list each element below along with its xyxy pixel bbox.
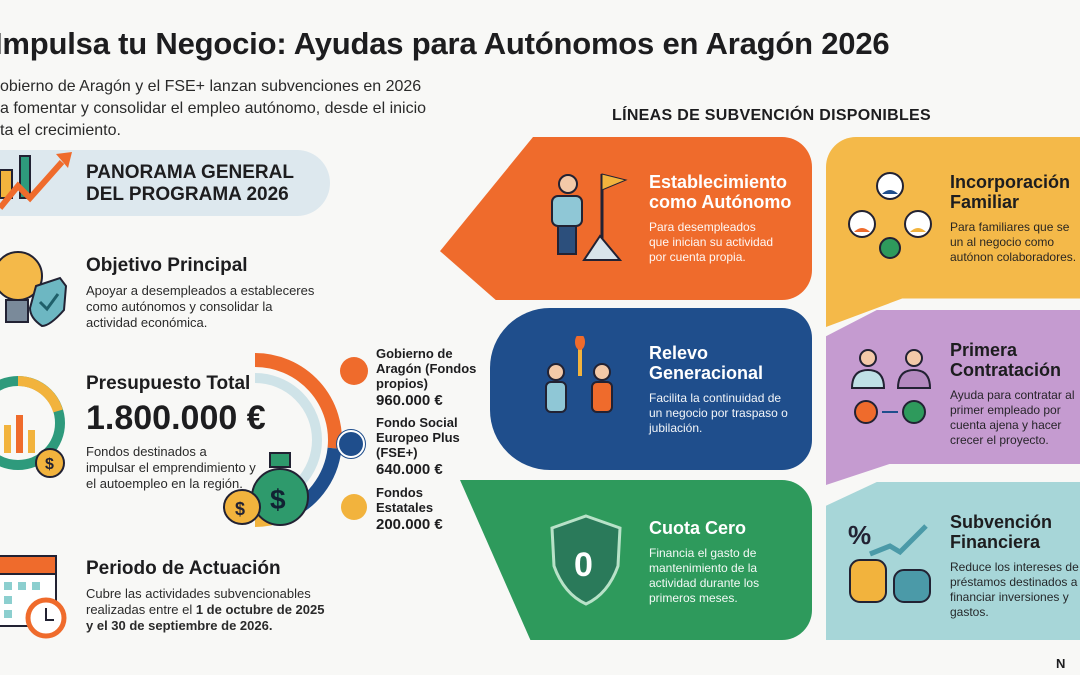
period-section: Periodo de Actuación Cubre las actividad…	[86, 558, 326, 634]
source-name: Fondos Estatales	[376, 485, 434, 515]
source-fse: Fondo Social Europeo Plus (FSE+)640.000 …	[376, 415, 461, 477]
line-text: Financia el gasto de mantenimiento de la…	[649, 546, 760, 605]
donut-segment-0	[254, 353, 342, 450]
card-relevo[interactable]	[490, 308, 812, 470]
eu-flag-icon	[336, 429, 366, 459]
source-name: Gobierno de Aragón (Fondos propios)	[376, 346, 477, 391]
budget-text: Fondos destinados a impulsar el emprendi…	[86, 444, 256, 491]
subtitle: obierno de Aragón y el FSE+ lanzan subve…	[0, 76, 426, 142]
source-amount: 640.000 €	[376, 461, 443, 478]
svg-text:%: %	[848, 520, 871, 550]
page-title: Impulsa tu Negocio: Ayudas para Autónomo…	[0, 26, 890, 61]
line-text: Para desempleados que inician su activid…	[649, 220, 774, 264]
line-title: Primera Contratación	[950, 340, 1062, 380]
period-text-plain: Cubre las actividades subvencionables re…	[86, 586, 311, 617]
subtitle-line: ta el crecimiento.	[0, 122, 121, 139]
budget-title: Presupuesto Total	[86, 373, 251, 394]
budget-chart-icon: $	[0, 376, 65, 478]
period-title: Periodo de Actuación	[86, 558, 281, 579]
line-title: Incorporación Familiar	[950, 172, 1071, 212]
period-dates: 1 de octubre de 2025 y el 30 de septiemb…	[86, 602, 325, 633]
line-title: Subvención Financiera	[950, 512, 1053, 552]
budget-amount: 1.800.000 €	[86, 399, 266, 437]
family-network-icon	[848, 172, 932, 259]
overview-line: PANORAMA GENERAL	[86, 162, 294, 183]
line-title: Establecimiento como Autónomo	[649, 172, 792, 212]
subtitle-line: a fomentar y consolidar el empleo autóno…	[0, 100, 427, 117]
svg-text:$: $	[270, 484, 286, 515]
person-flag-icon	[551, 173, 628, 261]
line-title: Cuota Cero	[649, 518, 747, 538]
line-text: Para familiares que se un al negocio com…	[950, 220, 1077, 264]
objective-title: Objetivo Principal	[86, 255, 248, 276]
lines-header: LÍNEAS DE SUBVENCIÓN DISPONIBLES	[612, 107, 931, 124]
source-amount: 960.000 €	[376, 392, 443, 409]
objective-text: Apoyar a desempleados a estableceres com…	[86, 283, 315, 330]
torch-handover-icon	[545, 336, 613, 413]
growth-chart-icon	[0, 152, 72, 210]
coins-growth-icon: %	[848, 520, 931, 603]
objective-section: Objetivo Principal Apoyar a desempleados…	[86, 255, 326, 331]
shield-zero-icon: 0	[550, 514, 622, 606]
hire-icon	[850, 349, 932, 424]
line-text: Facilita la continuidad de un negocio po…	[649, 391, 788, 435]
footer-logo: N	[1056, 656, 1066, 671]
budget-section: Presupuesto Total 1.800.000 € Fondos des…	[86, 373, 306, 492]
svg-text:0: 0	[574, 546, 593, 584]
calendar-clock-icon	[0, 555, 67, 639]
svg-text:$: $	[235, 499, 245, 519]
line-text: Ayuda para contratar al primer empleado …	[950, 388, 1075, 447]
card-cuota-cero[interactable]	[460, 480, 812, 640]
source-amount: 200.000 €	[376, 516, 443, 533]
overview-line: DEL PROGRAMA 2026	[86, 184, 289, 205]
source-icon-aragon	[340, 357, 368, 385]
subtitle-line: obierno de Aragón y el FSE+ lanzan subve…	[0, 78, 422, 95]
line-title: Relevo Generacional	[649, 343, 764, 383]
card-primera[interactable]	[826, 310, 1080, 485]
svg-text:$: $	[45, 456, 54, 473]
money-bags-icon: $ $	[223, 452, 309, 526]
period-text: Cubre las actividades subvencionables re…	[86, 586, 326, 634]
lightbulb-shield-icon	[0, 251, 68, 328]
source-icon-state	[341, 494, 367, 520]
line-text: Reduce los intereses de préstamos destin…	[950, 560, 1079, 619]
source-aragon: Gobierno de Aragón (Fondos propios)960.0…	[376, 346, 486, 408]
source-name: Fondo Social Europeo Plus (FSE+)	[376, 415, 460, 460]
